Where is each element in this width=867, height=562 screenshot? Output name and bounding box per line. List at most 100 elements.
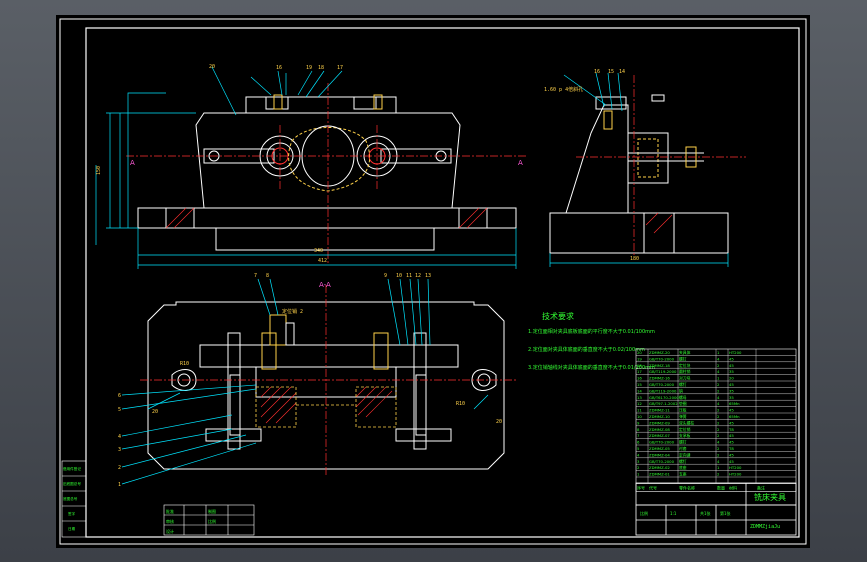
bom-cell: 垫圈 xyxy=(679,401,687,406)
front-balloon-1: 20 xyxy=(209,64,215,70)
section-balloon-11: 11 xyxy=(406,273,412,279)
sig-label-3: 设计 xyxy=(166,528,174,534)
bom-cell: 4 xyxy=(717,395,720,400)
drawing-code: ZDMMZjiaJu xyxy=(750,524,780,530)
bom-header: 数量 xyxy=(717,484,725,490)
scale-value: 1:1 xyxy=(670,511,677,516)
bom-cell: ZDMMZ-20 xyxy=(649,350,670,355)
hole-radius-right: R10 xyxy=(456,401,465,407)
section-balloon-2: 2 xyxy=(118,465,121,471)
bom-cell: 压板 xyxy=(679,408,687,413)
dim-side-width: 180 xyxy=(630,256,639,262)
section-note: 定位销 2 xyxy=(282,308,303,315)
bom-cell: 2 xyxy=(717,472,720,477)
signature-block xyxy=(163,504,255,536)
sig-label-1: 批准 xyxy=(166,508,174,514)
bom-cell: 衬套 xyxy=(679,446,687,451)
bom-cell: 2 xyxy=(717,408,720,413)
bom-cell: ZDMMZ-10 xyxy=(649,414,670,419)
bom-cell: 2 xyxy=(717,433,720,438)
bom-cell: 14 xyxy=(637,388,642,393)
bom-cell: 11 xyxy=(637,408,642,413)
slot-width-left: 20 xyxy=(152,409,158,415)
bom-cell: ZDMMZ-04 xyxy=(649,452,670,457)
slot-width-right: 20 xyxy=(496,419,502,425)
bom-cell: 2 xyxy=(637,465,640,470)
section-label: A-A xyxy=(319,281,331,289)
scale-label: 比例 xyxy=(640,510,648,516)
front-dimensions xyxy=(95,66,517,269)
cut-mark-left: A xyxy=(130,159,135,167)
dim-height: 150 xyxy=(96,166,102,175)
bom-header: 备注 xyxy=(757,484,765,490)
side-text: 180 1.60 p 4倍斜孔 16 15 14 xyxy=(544,69,639,262)
bom-cell: 底座 xyxy=(679,465,687,470)
bom-cell: 45 xyxy=(729,459,734,464)
bom-cell: 35 xyxy=(729,369,734,374)
side-centerlines xyxy=(576,75,746,255)
section-balloons: 7 8 9 10 11 12 13 6 5 4 3 2 1 R10 R10 20… xyxy=(118,273,502,488)
bom-cell: GB/T70-2000 xyxy=(649,356,675,361)
stamp-label-2: 旧底图总号 xyxy=(63,481,81,486)
bom-cell: 定位销 xyxy=(679,427,691,432)
section-balloon-7: 7 xyxy=(254,273,257,279)
bom-cell: 螺钉 xyxy=(679,356,687,361)
bom-cell: 10 xyxy=(637,414,642,419)
section-balloon-13: 13 xyxy=(425,273,431,279)
bom-cell: 45 xyxy=(729,408,734,413)
bom-cell: 弹簧 xyxy=(679,414,687,419)
sheet-count: 共1张 xyxy=(700,510,711,516)
bom-cell: 2 xyxy=(717,427,720,432)
bom-cell: 8 xyxy=(637,427,640,432)
bom-cell: 2 xyxy=(717,452,720,457)
section-balloon-6: 6 xyxy=(118,393,121,399)
section-hatch xyxy=(260,386,393,424)
stamp-label-4: 签字 xyxy=(68,511,76,516)
side-balloon-1: 16 xyxy=(594,69,600,75)
tech-req-item-2: 2.定位面对夹具体底面的垂直度不大于0.02/100mm xyxy=(528,346,645,353)
bom-cell: 12 xyxy=(637,401,642,406)
sig-label-4: 制图 xyxy=(208,508,216,514)
bom-cell: 20 xyxy=(729,376,734,381)
drawing-sheet: 340 412 150 20 19 18 17 16 A A xyxy=(56,15,810,548)
bom-cell: 17 xyxy=(637,369,642,374)
side-balloon-3: 14 xyxy=(619,69,625,75)
outer-frame xyxy=(59,18,807,545)
bom-cell: 2 xyxy=(717,414,720,419)
drawing-title: 铣床夹具 xyxy=(754,492,786,502)
bom-cell: 9 xyxy=(637,420,640,425)
section-balloon-9: 9 xyxy=(384,273,387,279)
bom-cell: 定位块 xyxy=(679,363,691,368)
bom-cell: ZDMMZ-02 xyxy=(649,465,670,470)
front-view xyxy=(137,94,517,251)
bom-cell: 夹具体 xyxy=(679,350,691,355)
bom-cell: GB/T6170-2000 xyxy=(649,395,679,400)
front-cut-marks: A A xyxy=(130,159,523,167)
bom-cell: 螺钉 xyxy=(679,382,687,387)
bom-header: 序号 xyxy=(637,484,645,490)
bom-cell: ZDMMZ-11 xyxy=(649,408,670,413)
bom-cell: 2 xyxy=(717,420,720,425)
sig-label-5: 比例 xyxy=(208,518,216,524)
bom-cell: 3 xyxy=(637,459,640,464)
bom-cell: 4 xyxy=(717,440,720,445)
front-centerlines xyxy=(126,83,526,265)
stamp-column xyxy=(61,460,87,538)
inner-frame xyxy=(85,27,800,538)
side-balloon-2: 15 xyxy=(608,69,614,75)
bom-cell: 45 xyxy=(729,363,734,368)
bom-cell: 2 xyxy=(717,388,720,393)
section-balloon-10: 10 xyxy=(396,273,402,279)
bom-cell: 65Mn xyxy=(729,401,740,406)
front-balloon-5: 16 xyxy=(276,65,282,71)
bom-cell: 45 xyxy=(729,356,734,361)
bom-cell: ZDMMZ-01 xyxy=(649,472,670,477)
side-view xyxy=(549,94,729,254)
bom-cell: ZDMMZ-05 xyxy=(649,446,670,451)
bom-cell: 1 xyxy=(717,350,720,355)
bom-cell: 16 xyxy=(637,376,642,381)
section-view xyxy=(147,301,505,470)
stamp-label-5: 日期 xyxy=(68,526,76,531)
bom-cell: 定向键 xyxy=(679,452,691,457)
front-balloon-4: 17 xyxy=(337,65,343,71)
